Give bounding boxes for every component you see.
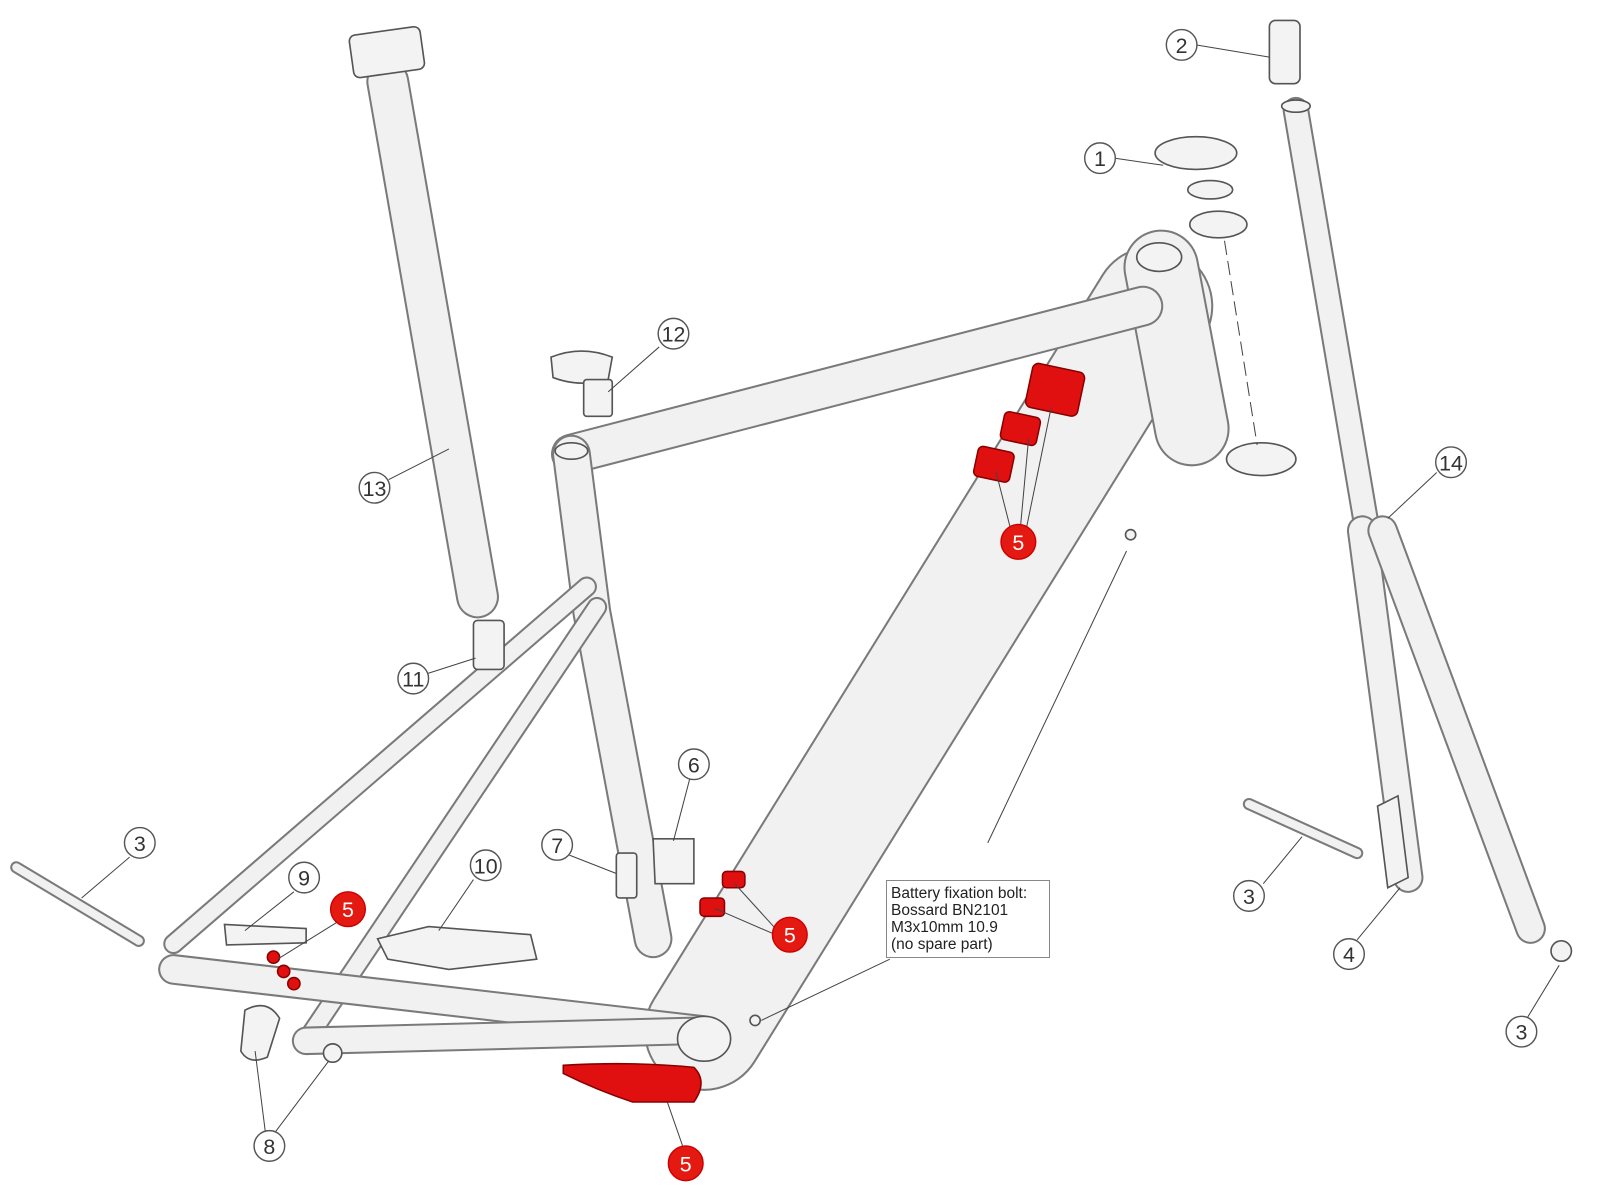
highlight-callout-5: 5: [667, 1145, 704, 1182]
callout-4: 4: [1332, 938, 1365, 971]
fork: [1280, 96, 1546, 944]
callout-circle: [397, 662, 430, 695]
callout-circle: [677, 748, 710, 781]
callout-12: 12: [657, 317, 690, 350]
callout-number: 3: [134, 832, 146, 856]
callout-number: 5: [342, 898, 354, 922]
highlight-callout-5: 5: [771, 916, 808, 953]
callout-number: 6: [688, 753, 700, 777]
callout-number: 12: [662, 323, 686, 347]
callout-circle: [1435, 446, 1468, 479]
callout-11: 11: [397, 662, 430, 695]
callout-3: 3: [1505, 1015, 1538, 1048]
callout-1: 1: [1083, 142, 1117, 175]
callout-number: 2: [1176, 34, 1188, 58]
callout-circle: [1332, 938, 1365, 971]
callout-number: 8: [263, 1135, 275, 1159]
callout-number: 11: [402, 668, 424, 692]
callout-7: 7: [541, 828, 574, 861]
callout-9: 9: [288, 861, 321, 894]
small-parts: [10, 19, 1573, 1064]
callout-circle: [657, 317, 690, 350]
callout-circle: [1083, 142, 1117, 175]
callout-circle: [329, 891, 367, 928]
callout-number: 1: [1094, 147, 1106, 171]
callout-circle: [541, 828, 574, 861]
callout-number: 9: [298, 867, 310, 891]
callout-number: 5: [680, 1152, 692, 1176]
seatpost: [348, 25, 499, 619]
callout-circle: [1505, 1015, 1538, 1048]
callout-number: 7: [551, 834, 563, 858]
callout-number: 14: [1439, 451, 1463, 475]
leader-lines: [81, 44, 1560, 1150]
callout-number: 5: [1012, 531, 1024, 555]
callout-10: 10: [469, 849, 502, 882]
callout-circle: [288, 861, 321, 894]
callout-circle: [469, 849, 502, 882]
callout-3: 3: [1232, 879, 1265, 912]
highlight-callout-5: 5: [329, 891, 367, 928]
callout-circle: [771, 916, 808, 953]
callout-circle: [1232, 879, 1265, 912]
callout-13: 13: [358, 471, 391, 504]
callout-6: 6: [677, 748, 710, 781]
callout-circle: [667, 1145, 704, 1182]
battery-bolt-note: Battery fixation bolt: Bossard BN2101 M3…: [886, 880, 1050, 958]
note-line: Battery fixation bolt:: [891, 885, 1028, 902]
callout-circle: [1165, 28, 1198, 61]
callout-number: 10: [474, 854, 498, 878]
note-line: Bossard BN2101: [891, 902, 1009, 919]
note-line: (no spare part): [891, 936, 993, 953]
callout-circle: [123, 826, 156, 859]
callout-number: 13: [363, 477, 387, 501]
callout-number: 3: [1515, 1021, 1527, 1045]
callout-circle: [358, 471, 391, 504]
callout-number: 4: [1343, 943, 1355, 967]
highlight-callout-5: 5: [1000, 523, 1037, 560]
callout-circle: [1000, 523, 1037, 560]
callout-3: 3: [123, 826, 156, 859]
callout-circle: [253, 1129, 286, 1162]
callout-8: 8: [253, 1129, 286, 1162]
callout-14: 14: [1435, 446, 1468, 479]
frame: [158, 229, 1230, 1091]
note-line: M3x10mm 10.9: [891, 919, 998, 936]
callout-number: 3: [1243, 885, 1255, 909]
highlighted-parts-5: [266, 362, 1086, 1103]
callout-2: 2: [1165, 28, 1198, 61]
callout-number: 5: [784, 924, 796, 948]
